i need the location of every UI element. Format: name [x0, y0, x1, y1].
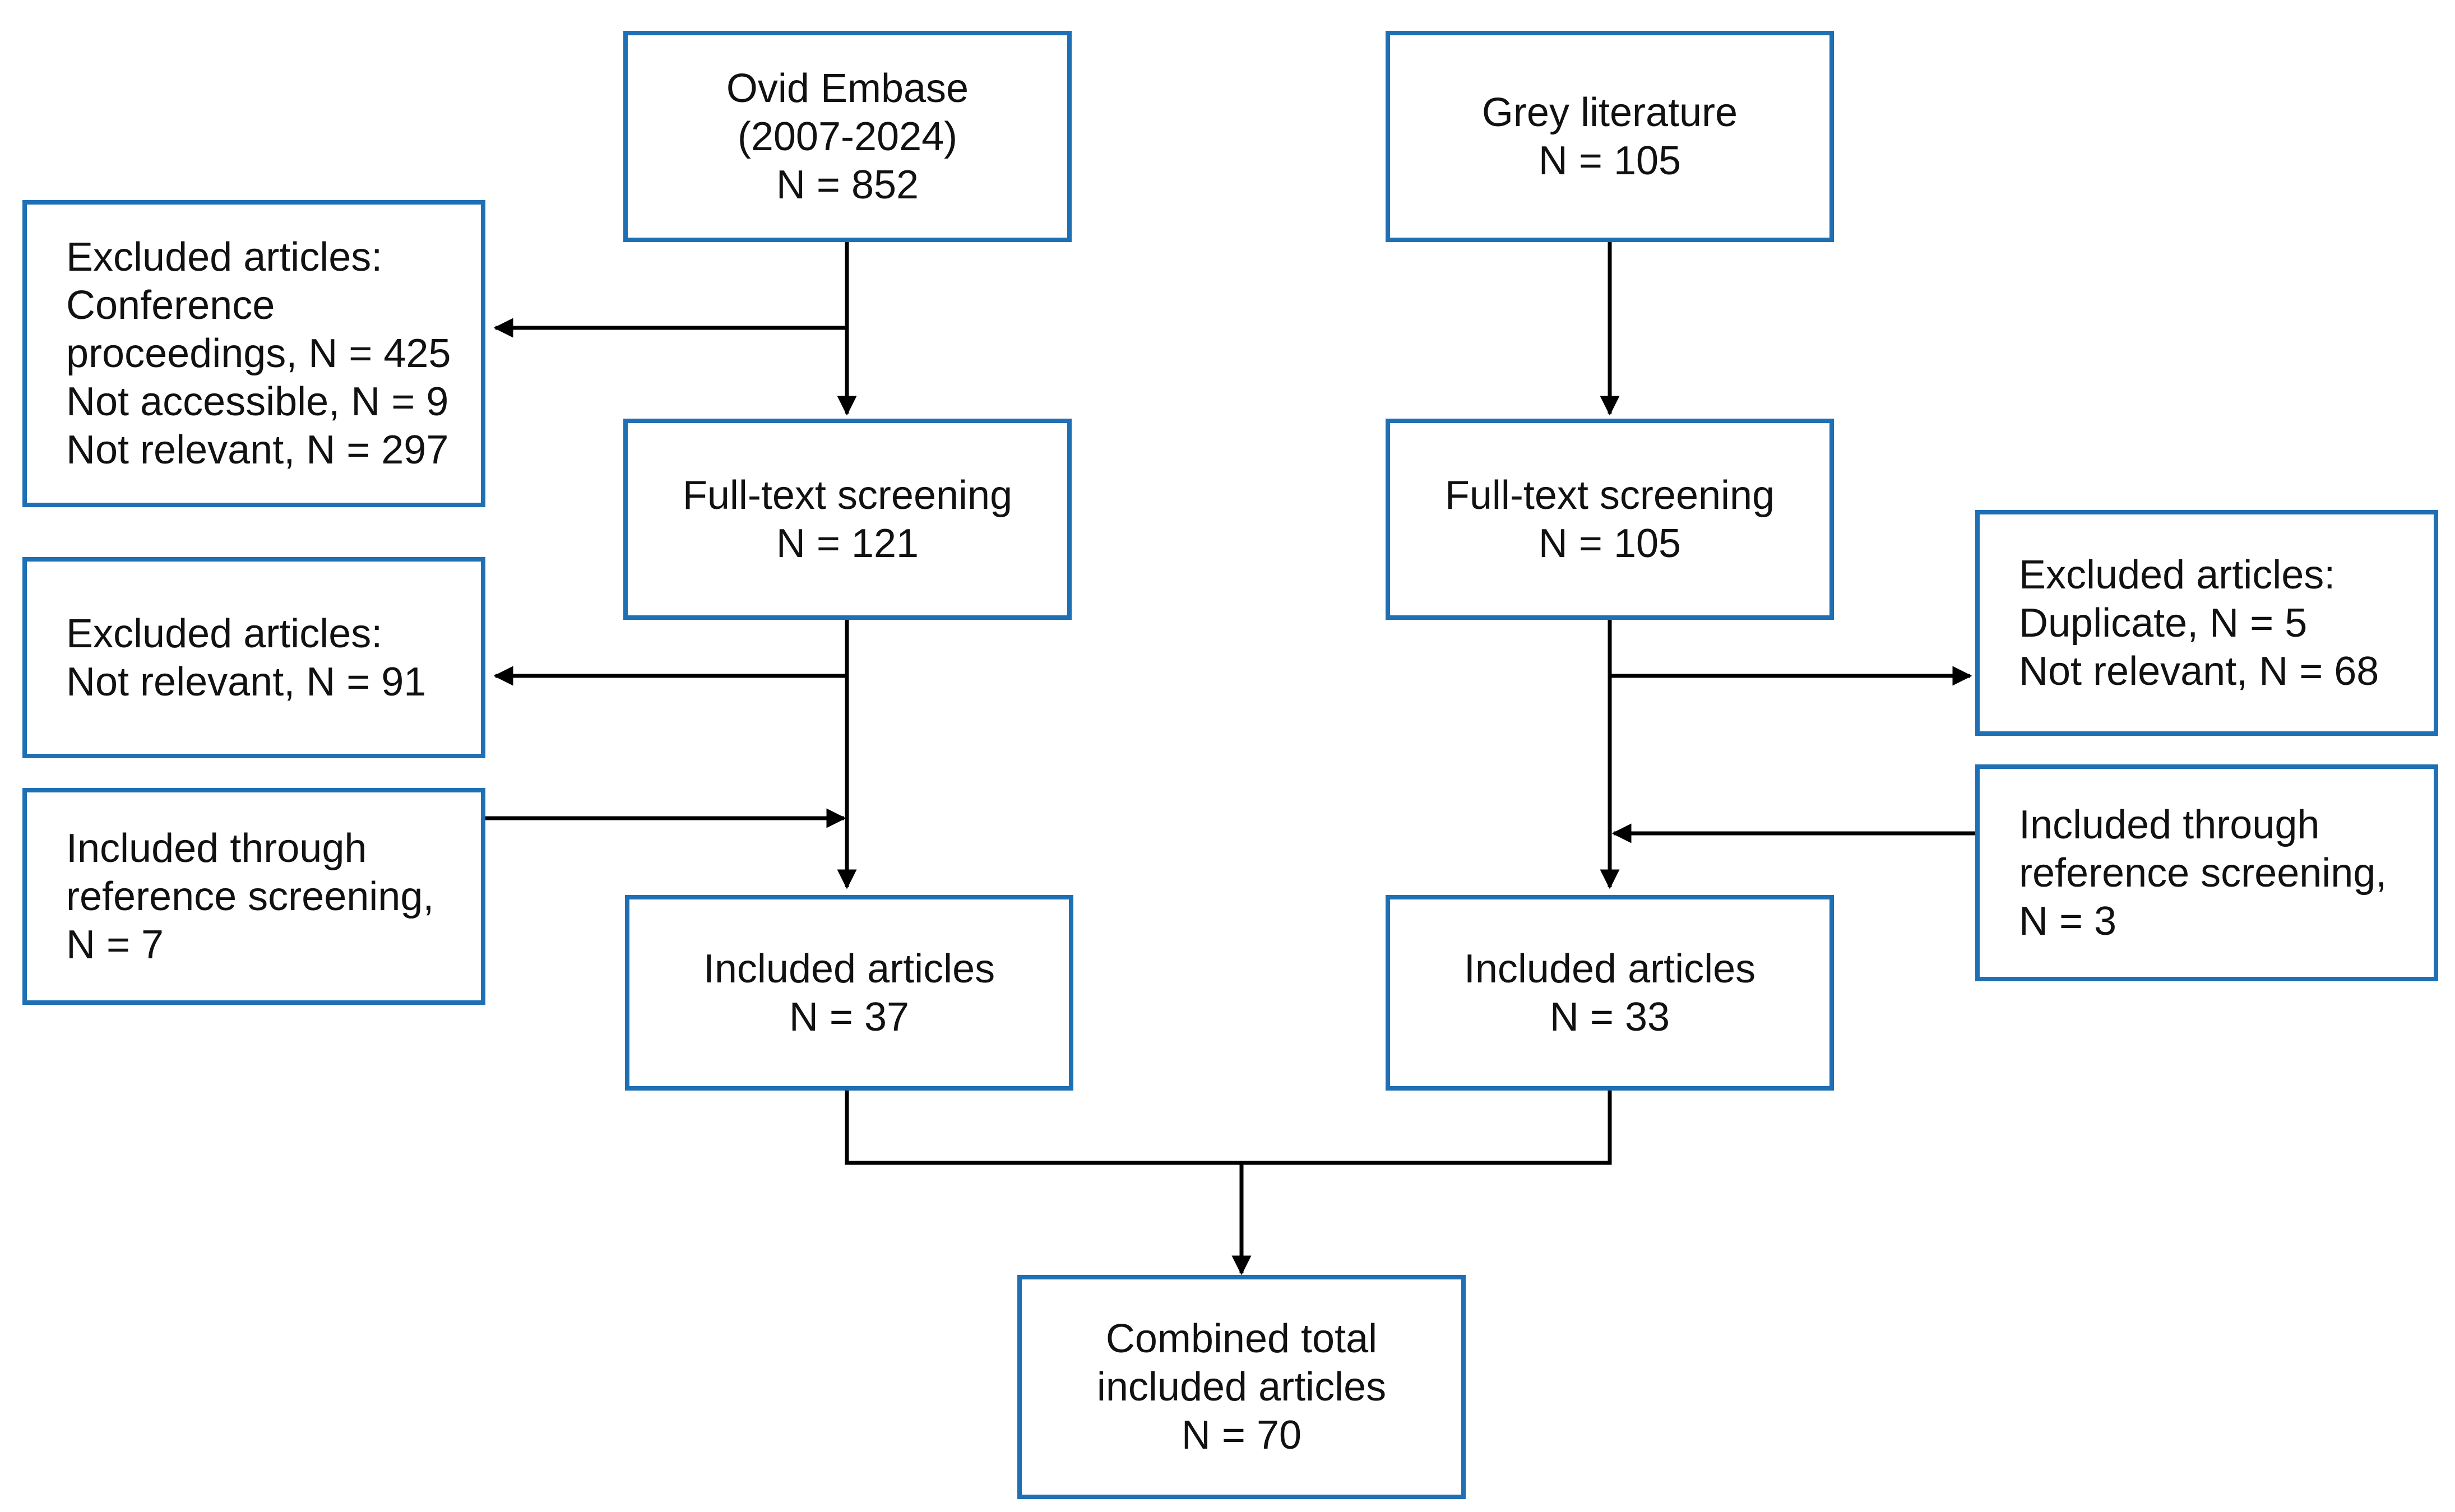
merge-connector — [845, 1091, 1612, 1165]
screening-left-line-1: Full-text screening — [682, 472, 1013, 518]
reference-left-line-1: Included through — [66, 825, 367, 871]
included-left-box: Included articles N = 37 — [625, 895, 1073, 1091]
excluded-left-1-line-5: Not relevant, N = 297 — [66, 428, 449, 472]
grey-line-2: N = 105 — [1538, 138, 1682, 183]
reference-right-line-2: reference screening, — [2019, 850, 2387, 896]
excluded-left-1-line-4: Not accessible, N = 9 — [66, 379, 449, 424]
excluded-right-line-1: Excluded articles: — [2019, 552, 2336, 597]
reference-right-box: Included through reference screening, N … — [1975, 764, 2438, 981]
excluded-left-1-line-1: Excluded articles: — [66, 235, 383, 280]
excluded-left-2-line-2: Not relevant, N = 91 — [66, 659, 427, 704]
combined-total-box: Combined total included articles N = 70 — [1017, 1275, 1466, 1499]
screening-right-box: Full-text screening N = 105 — [1386, 419, 1834, 620]
embase-line-3: N = 852 — [776, 162, 919, 207]
embase-source-box: Ovid Embase (2007-2024) N = 852 — [623, 31, 1072, 242]
reference-right-line-3: N = 3 — [2019, 898, 2117, 944]
included-left-line-2: N = 37 — [789, 994, 910, 1040]
combined-line-1: Combined total — [1105, 1316, 1378, 1361]
excluded-left-1-box: Excluded articles: Conference proceeding… — [22, 200, 485, 507]
reference-left-line-3: N = 7 — [66, 922, 164, 967]
screening-right-line-1: Full-text screening — [1444, 472, 1775, 518]
excluded-right-line-3: Not relevant, N = 68 — [2019, 648, 2379, 694]
grey-line-1: Grey literature — [1481, 90, 1738, 135]
screening-left-box: Full-text screening N = 121 — [623, 419, 1072, 620]
excluded-left-2-line-1: Excluded articles: — [66, 611, 383, 656]
reference-left-box: Included through reference screening, N … — [22, 788, 485, 1005]
excluded-left-1-line-3: proceedings, N = 425 — [66, 331, 451, 376]
reference-left-line-2: reference screening, — [66, 874, 434, 919]
included-right-line-1: Included articles — [1463, 946, 1756, 991]
screening-left-line-2: N = 121 — [776, 521, 919, 566]
excluded-left-1-line-2: Conference — [66, 283, 275, 328]
excluded-right-box: Excluded articles: Duplicate, N = 5 Not … — [1975, 510, 2438, 736]
combined-line-3: N = 70 — [1181, 1413, 1302, 1458]
included-right-box: Included articles N = 33 — [1386, 895, 1834, 1091]
excluded-right-line-2: Duplicate, N = 5 — [2019, 600, 2308, 646]
screening-right-line-2: N = 105 — [1538, 521, 1682, 566]
included-right-line-2: N = 33 — [1549, 994, 1670, 1040]
embase-line-2: (2007-2024) — [737, 114, 958, 159]
embase-line-1: Ovid Embase — [726, 66, 969, 111]
reference-right-line-1: Included through — [2019, 802, 2320, 847]
combined-line-2: included articles — [1096, 1365, 1387, 1409]
excluded-left-2-box: Excluded articles: Not relevant, N = 91 — [22, 557, 485, 758]
grey-source-box: Grey literature N = 105 — [1386, 31, 1834, 242]
included-left-line-1: Included articles — [703, 946, 995, 991]
